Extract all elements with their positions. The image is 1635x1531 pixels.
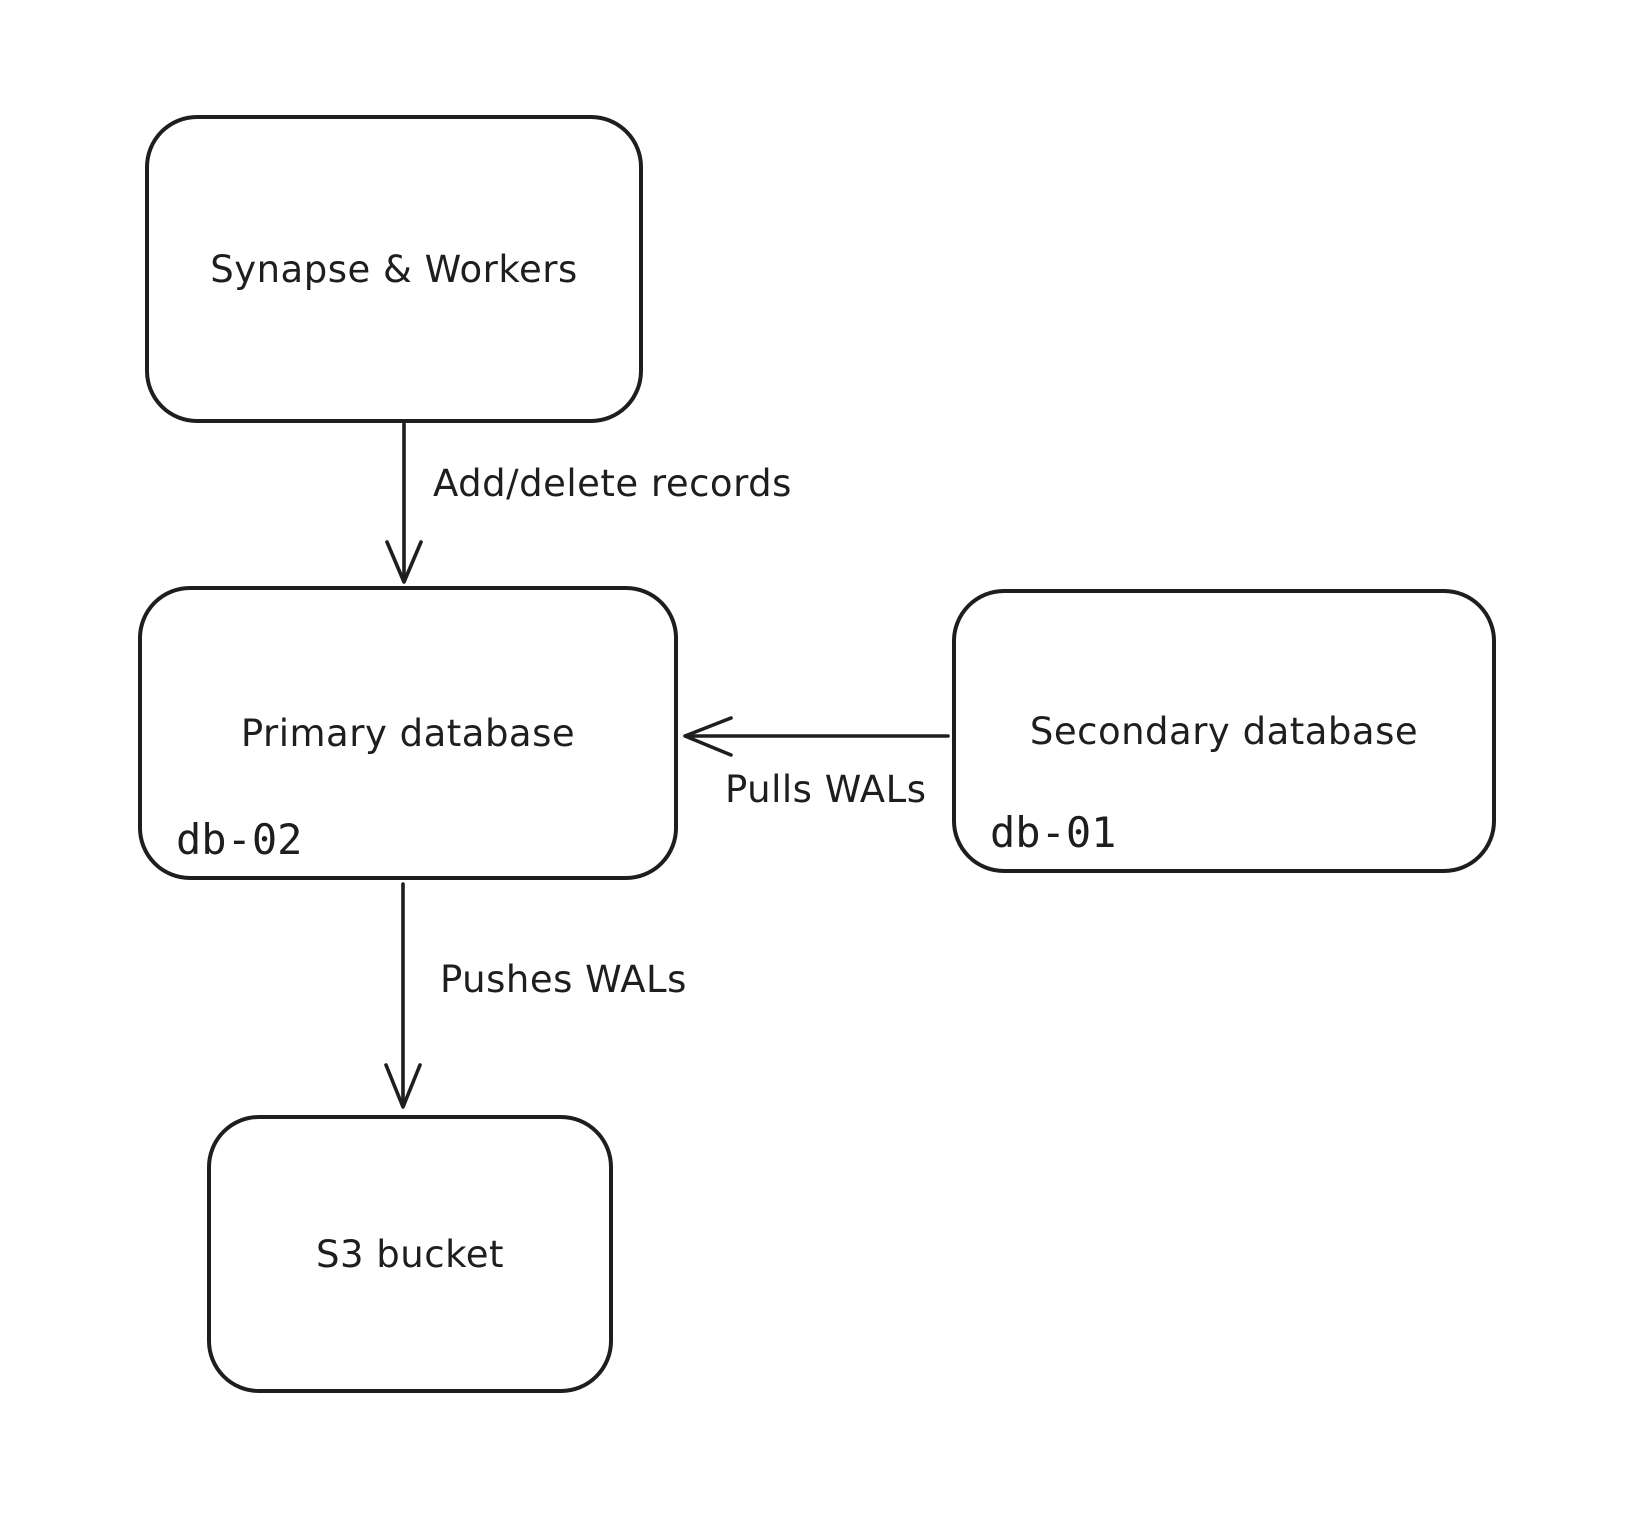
node-synapse-workers: Synapse & Workers <box>145 115 643 423</box>
node-primary-database-label: Primary database <box>240 711 576 755</box>
edge-label-pushes-wals: Pushes WALs <box>440 958 687 1001</box>
node-primary-database: Primary database db-02 <box>138 586 678 880</box>
edge-add-delete-records <box>385 422 423 584</box>
edge-pulls-wals <box>683 716 950 757</box>
node-s3-bucket: S3 bucket <box>207 1115 613 1393</box>
node-secondary-database-label: Secondary database <box>1029 709 1419 753</box>
edge-label-add-delete-records: Add/delete records <box>433 462 792 505</box>
edge-pushes-wals <box>384 882 422 1109</box>
node-primary-database-hostname: db-02 <box>176 815 303 864</box>
node-secondary-database: Secondary database db-01 <box>952 589 1496 873</box>
node-s3-bucket-label: S3 bucket <box>316 1232 504 1276</box>
node-secondary-database-hostname: db-01 <box>990 808 1117 857</box>
edge-label-pulls-wals: Pulls WALs <box>725 768 927 811</box>
node-synapse-workers-label: Synapse & Workers <box>210 247 578 291</box>
